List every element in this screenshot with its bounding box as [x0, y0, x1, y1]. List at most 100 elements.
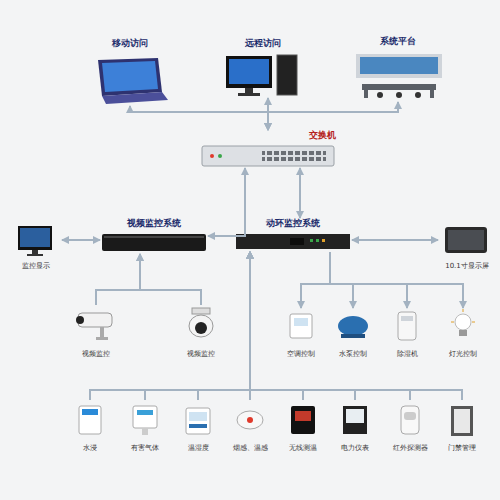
device-node: 有害气体 — [122, 400, 168, 452]
bullet-camera-icon-part — [76, 316, 84, 324]
device-node: 10.1寸显示屏 — [438, 222, 496, 270]
device-node: 红外探测器 — [384, 400, 436, 452]
connector-arrow — [145, 252, 250, 400]
control-room-icon — [356, 54, 442, 98]
device-label: 灯光控制 — [449, 350, 477, 358]
monitor-icon-part — [32, 250, 38, 254]
device-label: 远程访问 — [245, 38, 281, 48]
tablet-icon-part — [102, 61, 158, 92]
bulb-icon-part — [472, 322, 475, 323]
device-node: 动环监控系统 — [234, 218, 352, 252]
sensor-icon-part — [290, 314, 312, 338]
screen-icon-part — [445, 227, 487, 253]
connector-arrow — [208, 168, 245, 236]
device-node: 门禁管理 — [439, 400, 485, 452]
device-node: 除湿机 — [385, 308, 429, 358]
device-label: 动环监控系统 — [266, 218, 320, 228]
connector-arrow — [140, 254, 201, 305]
monitor-icon-part — [27, 254, 43, 256]
device-label: 水泵控制 — [339, 350, 367, 358]
connector-arrow — [96, 254, 140, 305]
pump-icon — [338, 316, 368, 338]
device-label: 除湿机 — [397, 350, 418, 358]
thermo-hygrometer-icon — [186, 408, 210, 434]
connector-arrow — [250, 252, 355, 400]
connector-arrow — [250, 252, 410, 400]
connector-arrow — [130, 106, 268, 130]
nvr-icon-part — [104, 236, 204, 238]
bulb-icon-part — [451, 322, 454, 323]
dehumidifier-icon-part — [398, 312, 416, 340]
control-room-icon-part — [356, 54, 442, 78]
thermo-hygrometer-icon-part — [189, 424, 207, 428]
power-meter-icon-part — [343, 406, 367, 434]
connector-arrow — [268, 102, 398, 130]
water-sensor-icon-part — [82, 409, 98, 415]
gas-sensor-icon-part — [133, 406, 157, 428]
device-node: 远程访问 — [222, 38, 304, 98]
device-node: 空调控制 — [278, 308, 324, 358]
infrared-detector-icon-part — [404, 412, 416, 420]
smoke-detector-icon-part — [237, 411, 263, 429]
switch-icon-part — [202, 146, 334, 166]
device-node: 温湿度 — [175, 400, 221, 452]
access-control-icon-part — [451, 406, 473, 436]
sensor-icon — [290, 314, 312, 338]
host-icon-part — [322, 239, 325, 242]
host-icon-part — [310, 239, 313, 242]
connector-arrow — [330, 252, 463, 308]
device-node: 视频监控 — [173, 305, 229, 358]
thermometer-icon-part — [295, 411, 311, 421]
bullet-camera-icon-part — [100, 327, 104, 337]
bulb-icon — [451, 309, 475, 336]
control-room-icon-part — [415, 92, 421, 98]
connector-arrow — [198, 252, 250, 400]
device-label: 视频监控 — [82, 350, 110, 358]
device-node: 交换机 — [200, 130, 336, 168]
dome-camera-icon-part — [192, 308, 210, 314]
control-room-icon-part — [377, 92, 383, 98]
tablet-icon-part — [102, 92, 168, 104]
dome-camera-icon-part — [195, 322, 207, 334]
bullet-camera-icon — [76, 313, 112, 340]
screen-icon-part — [448, 230, 484, 250]
dehumidifier-icon — [398, 312, 416, 340]
device-label: 10.1寸显示屏 — [445, 262, 489, 270]
dehumidifier-icon-part — [401, 316, 413, 321]
thermometer-icon-part — [291, 406, 315, 434]
control-room-icon-part — [364, 90, 368, 98]
thermo-hygrometer-icon-part — [189, 412, 207, 421]
pump-icon-part — [338, 316, 368, 336]
device-node: 烟感、温感 — [224, 400, 276, 452]
pump-icon-part — [341, 334, 365, 338]
access-control-icon-part — [454, 409, 470, 433]
bulb-icon-part — [459, 330, 467, 336]
device-label: 有害气体 — [131, 444, 159, 452]
device-node: 水浸 — [67, 400, 113, 452]
device-label: 烟感、温感 — [233, 444, 268, 452]
control-room-icon-part — [360, 57, 438, 74]
device-node: 视频监控系统 — [100, 218, 208, 254]
gas-sensor-icon — [133, 406, 157, 435]
monitor-icon — [18, 226, 52, 256]
host-icon — [236, 234, 350, 249]
tablet-icon — [98, 58, 168, 104]
device-node: 系统平台 — [352, 36, 444, 102]
nvr-icon-part — [102, 234, 206, 251]
desktop-icon-part — [229, 59, 269, 84]
control-room-icon-part — [430, 90, 434, 98]
water-sensor-icon-part — [79, 406, 101, 434]
access-control-icon — [451, 406, 473, 436]
connector-arrow — [330, 252, 353, 308]
device-node: 移动访问 — [90, 38, 170, 106]
device-label: 无线测温 — [289, 444, 317, 452]
gas-sensor-icon-part — [142, 428, 148, 435]
device-label: 视频监控系统 — [127, 218, 181, 228]
control-room-icon-part — [396, 92, 402, 98]
device-label: 水浸 — [83, 444, 97, 452]
water-sensor-icon — [79, 406, 101, 434]
monitor-icon-part — [18, 226, 52, 250]
power-meter-icon — [343, 406, 367, 434]
